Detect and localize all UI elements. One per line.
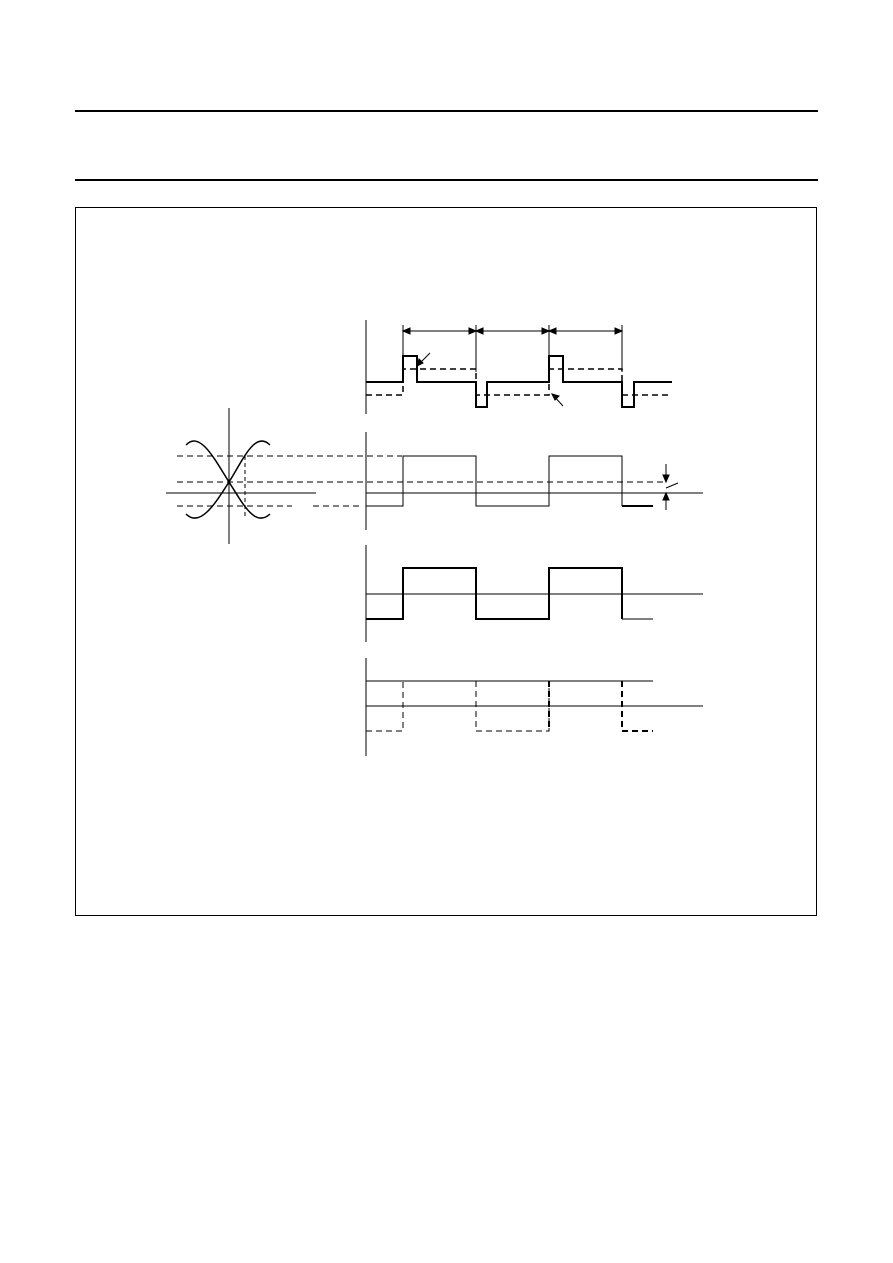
panel-phase-timing (365, 320, 672, 414)
panel-comparator-input (365, 432, 703, 530)
projection-lines (177, 455, 666, 507)
panel2-square-wave (366, 455, 623, 507)
header-rule-bottom (75, 179, 818, 181)
period-dimensions (401, 325, 624, 372)
transfer-curve (166, 408, 316, 544)
panel1-solid-waveform (366, 355, 672, 408)
header-rule-top (75, 110, 818, 112)
panel1-dashed-waveform (366, 368, 672, 396)
panel-output-solid (365, 545, 703, 642)
figure-frame (75, 207, 817, 916)
rising-curve (185, 440, 271, 519)
panel-output-dashed (365, 658, 703, 756)
hysteresis-leader (665, 482, 679, 489)
panel4-bold-dashed (548, 681, 653, 732)
panel3-square-wave (366, 567, 623, 620)
